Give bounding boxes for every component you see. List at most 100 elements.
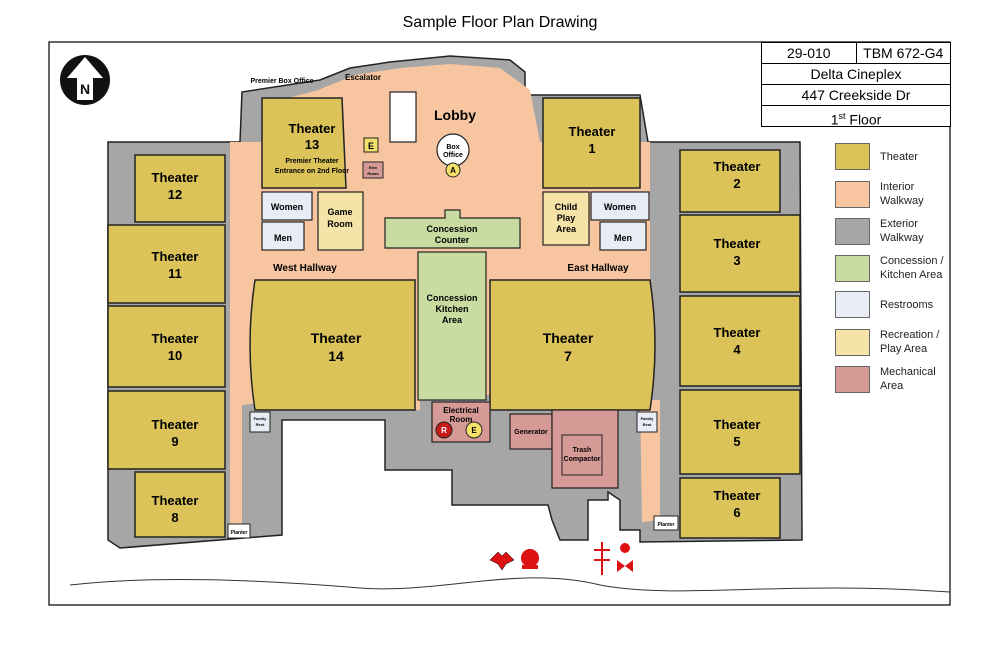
theater-10[interactable]: Theater 10 [107,305,226,388]
restroom-marker: R [435,421,453,439]
game-room[interactable]: Game Room [317,191,364,251]
theater-1-number: 1 [588,141,595,156]
theater-11-label: Theater [152,249,199,264]
escalator-label: Escalator [345,73,381,82]
men-restroom-east[interactable] [599,221,647,251]
theater-14-label: Theater [311,330,362,346]
women-restroom-west[interactable] [261,191,313,221]
men-restroom-west[interactable] [261,221,305,251]
electrical-room-label-1: Electrical [443,406,479,415]
theater-4-label: Theater [714,325,761,340]
valve-icon [594,542,633,575]
planter-east-label: Planter [658,522,675,528]
elevator-marker-lobby[interactable]: E [363,137,379,153]
legend-item-restrooms: Restrooms [835,291,960,318]
theaters: Theater 13 Premier Theater Entrance on 2… [107,97,801,539]
legend-swatch-theater [835,143,870,170]
theater-6-number: 6 [733,505,740,520]
theater-9-number: 9 [171,434,178,449]
kitchen-label-3: Area [442,315,463,325]
theater-7[interactable]: Theater 7 [489,279,656,411]
east-restrooms: Women Men [590,191,650,251]
theater-3-number: 3 [733,253,740,268]
theater-10-label: Theater [152,331,199,346]
women-restroom-east[interactable] [590,191,650,221]
theater-6[interactable]: Theater 6 [679,477,781,539]
venue-address: 447 Creekside Dr [762,84,950,105]
legend-swatch-concession [835,254,870,282]
legend-swatch-recreation [835,328,870,356]
theater-8[interactable]: Theater 8 [134,471,226,538]
theater-11-number: 11 [168,266,182,281]
theater-4[interactable]: Theater 4 [679,295,801,387]
theater-8-number: 8 [171,510,178,525]
family-rest-west: Family Rest [249,411,271,433]
theater-7-number: 7 [564,348,572,364]
escalator[interactable]: Escalator [345,73,417,143]
kitchen-label-1: Concession [426,293,477,303]
legend-label-recreation: Recreation / Play Area [880,329,940,355]
theater-4-number: 4 [733,342,741,357]
theater-2[interactable]: Theater 2 [679,149,781,213]
legend-item-recreation: Recreation / Play Area [835,328,960,356]
theater-13-number: 13 [305,137,319,152]
women-label-east: Women [604,202,636,212]
theater-1[interactable]: Theater 1 [542,97,641,189]
floor-word: Floor [845,111,882,128]
theater-14-number: 14 [328,348,344,364]
theater-9[interactable]: Theater 9 [107,390,226,470]
elev-room-label-1: Elev [369,165,378,170]
planter-west: Planter [227,523,251,539]
theater-5[interactable]: Theater 5 [679,389,801,475]
fire-hydrant-icon [489,549,539,571]
theater-1-label: Theater [569,124,616,139]
floor-suffix: st [838,111,846,121]
legend-label-theater: Theater [880,150,918,163]
theater-6-label: Theater [714,488,761,503]
atm-marker-label: A [450,166,456,175]
theater-3-label: Theater [714,236,761,251]
child-play-area[interactable]: Child Play Area [542,191,590,246]
box-office-label-2: Office [443,152,463,159]
legend-label-exterior-walkway: Exterior Walkway [880,218,924,244]
floor-label: 1st Floor [762,105,950,128]
box-office[interactable]: Box Office [436,133,470,167]
electrical-room-label-2: Room [450,415,473,424]
theater-12[interactable]: Theater 12 [134,154,226,223]
premier-box-office-label: Premier Box Office [250,78,313,85]
legend-label-concession: Concession / Kitchen Area [880,255,944,281]
kitchen-label-2: Kitchen [435,304,468,314]
concession-counter-label-2: Counter [435,235,470,245]
box-office-label-1: Box [446,144,459,151]
lobby-label: Lobby [434,107,476,123]
generator-room[interactable] [509,413,553,450]
north-label: N [80,81,90,97]
east-hallway-label: East Hallway [567,263,629,274]
theater-13[interactable]: Theater 13 Premier Theater Entrance on 2… [261,97,349,189]
trash-compactor-label-2: Compactor [564,456,601,463]
elev-room: Elev Room [362,161,384,179]
theater-7-label: Theater [543,330,594,346]
theater-13-label: Theater [289,121,336,136]
theater-14[interactable]: Theater 14 [249,279,416,411]
men-label-east: Men [614,233,632,243]
theater-3[interactable]: Theater 3 [679,214,801,293]
theater-11[interactable]: Theater 11 [107,224,226,304]
concession-kitchen-area[interactable]: Concession Kitchen Area [417,251,487,401]
concession-counter[interactable]: Concession Counter [384,209,521,249]
legend-item-concession: Concession / Kitchen Area [835,254,960,282]
legend-label-restrooms: Restrooms [880,298,934,311]
theater-5-label: Theater [714,417,761,432]
elevator-service-label: E [471,426,477,435]
generator-label: Generator [514,429,548,436]
trash-compactor-label-1: Trash [573,447,592,454]
child-play-label-2: Play [557,213,576,223]
game-room-label-2: Room [327,219,353,229]
theater-8-label: Theater [152,493,199,508]
page-title: Sample Floor Plan Drawing [402,14,598,31]
family-rest-east-label-2: Rest [643,422,652,427]
site-boundary [69,577,951,593]
legend-item-interior-walkway: Interior Walkway [835,180,960,208]
theater-9-label: Theater [152,417,199,432]
